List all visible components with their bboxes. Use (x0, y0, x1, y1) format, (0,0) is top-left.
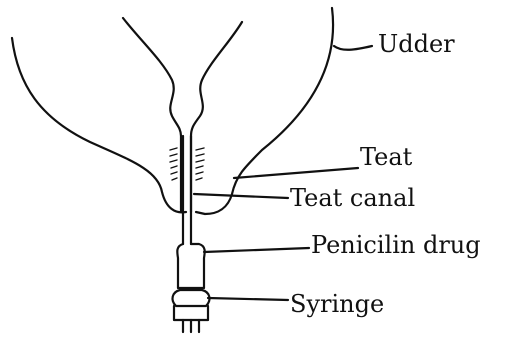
teat-hatch-marks-left (170, 148, 177, 180)
teat-hatch-marks-right (196, 148, 204, 180)
teat-canal-leader-line (194, 194, 288, 198)
penicillin-drug-label: Penicilin drug (311, 233, 481, 257)
drug-leader-line (204, 248, 309, 252)
udder-outline-left (12, 38, 186, 212)
udder-label: Udder (378, 32, 455, 56)
syringe-leader-line (208, 298, 288, 300)
teat-canal-label: Teat canal (290, 186, 415, 210)
udder-leader-line (334, 46, 372, 50)
teat-leader-line (234, 168, 358, 178)
syringe-flange (174, 306, 208, 320)
teat-label: Teat (360, 145, 412, 169)
drug-barrel (177, 244, 204, 288)
syringe-plunger (183, 320, 199, 332)
syringe-hub (173, 290, 210, 306)
gland-cistern-left (123, 18, 181, 212)
syringe-label: Syringe (290, 292, 384, 316)
